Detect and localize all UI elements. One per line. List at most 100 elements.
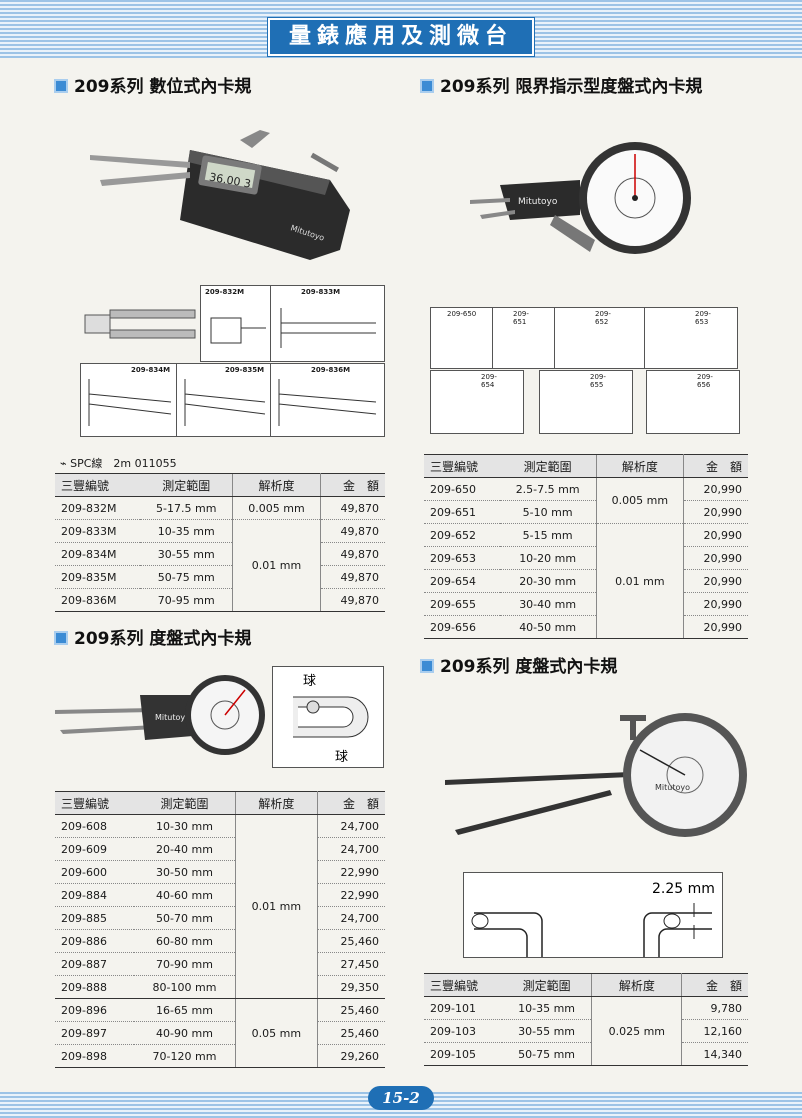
section-title-dial: 209系列 度盤式內卡規 xyxy=(54,624,251,649)
col-header-range: 測定範圍 xyxy=(501,973,592,997)
table-cell: 49,870 xyxy=(320,588,385,612)
table-cell: 27,450 xyxy=(317,952,385,976)
table-cell: 24,700 xyxy=(317,814,385,838)
table-cell: 16-65 mm xyxy=(134,998,236,1022)
table-cell: 209-652 xyxy=(424,523,500,547)
section-title-limit-dial: 209系列 限界指示型度盤式內卡規 xyxy=(420,72,702,97)
col-header-resolution: 解析度 xyxy=(232,473,321,497)
dimension-diagram: 2.25 mm xyxy=(463,872,723,958)
table-cell: 20,990 xyxy=(683,500,748,524)
table-cell: 209-898 xyxy=(55,1044,135,1068)
table-cell: 22,990 xyxy=(317,860,385,884)
table-cell: 40-90 mm xyxy=(134,1021,236,1045)
table-cell: 209-888 xyxy=(55,975,135,999)
table-cell: 24,700 xyxy=(317,906,385,930)
table-cell: 209-103 xyxy=(424,1019,502,1043)
limit-dial-caliper-image: Mitutoyo xyxy=(470,142,691,254)
col-header-resolution: 解析度 xyxy=(234,791,319,815)
table-cell: 10-20 mm xyxy=(499,546,597,570)
table-cell: 209-608 xyxy=(55,814,135,838)
table-cell: 20-40 mm xyxy=(134,837,236,861)
col-header-resolution: 解析度 xyxy=(591,973,683,997)
table-cell: 209-835M xyxy=(55,565,141,589)
diagram-209-650: 209-650 xyxy=(430,307,494,369)
table-cell: 50-70 mm xyxy=(134,906,236,930)
table-cell: 209-655 xyxy=(424,592,500,616)
table-cell: 25,460 xyxy=(317,1021,385,1045)
table-cell: 70-90 mm xyxy=(134,952,236,976)
square-bullet-icon xyxy=(420,79,434,93)
table-cell: 5-10 mm xyxy=(499,500,597,524)
table-cell: 24,700 xyxy=(317,837,385,861)
table-cell: 10-35 mm xyxy=(140,519,233,543)
brand-label: Mitutoyo xyxy=(155,713,190,722)
table-cell: 49,870 xyxy=(320,565,385,589)
table-cell: 209-885 xyxy=(55,906,135,930)
table-cell: 40-60 mm xyxy=(134,883,236,907)
table-cell: 20,990 xyxy=(683,615,748,639)
table-cell: 25,460 xyxy=(317,998,385,1022)
table-cell: 209-884 xyxy=(55,883,135,907)
table-cell: 20,990 xyxy=(683,523,748,547)
diagram-209-652: 209-652 xyxy=(554,307,646,369)
col-header-range: 測定範圍 xyxy=(499,454,597,478)
col-header-price: 金 額 xyxy=(681,973,748,997)
col-header-code: 三豐編號 xyxy=(424,454,500,478)
table-cell: 20-30 mm xyxy=(499,569,597,593)
digital-caliper-image: 36.00 3 Mitutoyo xyxy=(90,130,350,260)
table-cell: 0.01 mm xyxy=(234,814,319,999)
brand-label: Mitutoyo xyxy=(518,197,558,207)
col-header-code: 三豐編號 xyxy=(55,791,135,815)
col-header-resolution: 解析度 xyxy=(595,454,685,478)
table-cell: 209-834M xyxy=(55,542,141,566)
table-cell: 209-897 xyxy=(55,1021,135,1045)
table-cell: 209-887 xyxy=(55,952,135,976)
diagram-209-834M: 209-834M xyxy=(80,363,178,437)
table-cell: 10-35 mm xyxy=(501,996,592,1020)
col-header-price: 金 額 xyxy=(683,454,748,478)
dial-caliper-image-2: Mitutoyo xyxy=(445,713,747,837)
diagram-209-835M: 209-835M xyxy=(176,363,272,437)
table-cell: 0.05 mm xyxy=(234,998,319,1068)
col-header-price: 金 額 xyxy=(320,473,385,497)
brand-label: Mitutoyo xyxy=(655,783,690,792)
table-cell: 30-55 mm xyxy=(501,1019,592,1043)
col-header-range: 測定範圍 xyxy=(140,473,233,497)
col-header-code: 三豐編號 xyxy=(424,973,502,997)
table-cell: 209-600 xyxy=(55,860,135,884)
col-header-code: 三豐編號 xyxy=(55,473,141,497)
dial-caliper-image: Mitutoyo xyxy=(55,675,265,755)
table-cell: 209-654 xyxy=(424,569,500,593)
table-cell: 0.01 mm xyxy=(595,523,685,639)
caliper-detail-diagram xyxy=(84,309,196,339)
table-cell: 40-50 mm xyxy=(499,615,597,639)
spc-cable-note: ⌁ SPC線 2m 011055 xyxy=(60,457,177,470)
table-cell: 70-95 mm xyxy=(140,588,233,612)
table-cell: 209-101 xyxy=(424,996,502,1020)
square-bullet-icon xyxy=(420,659,434,673)
diagram-209-654: 209-654 xyxy=(430,370,524,434)
table-cell: 209-651 xyxy=(424,500,500,524)
table-cell: 209-105 xyxy=(424,1042,502,1066)
ball-label-top: 球 xyxy=(303,674,316,689)
